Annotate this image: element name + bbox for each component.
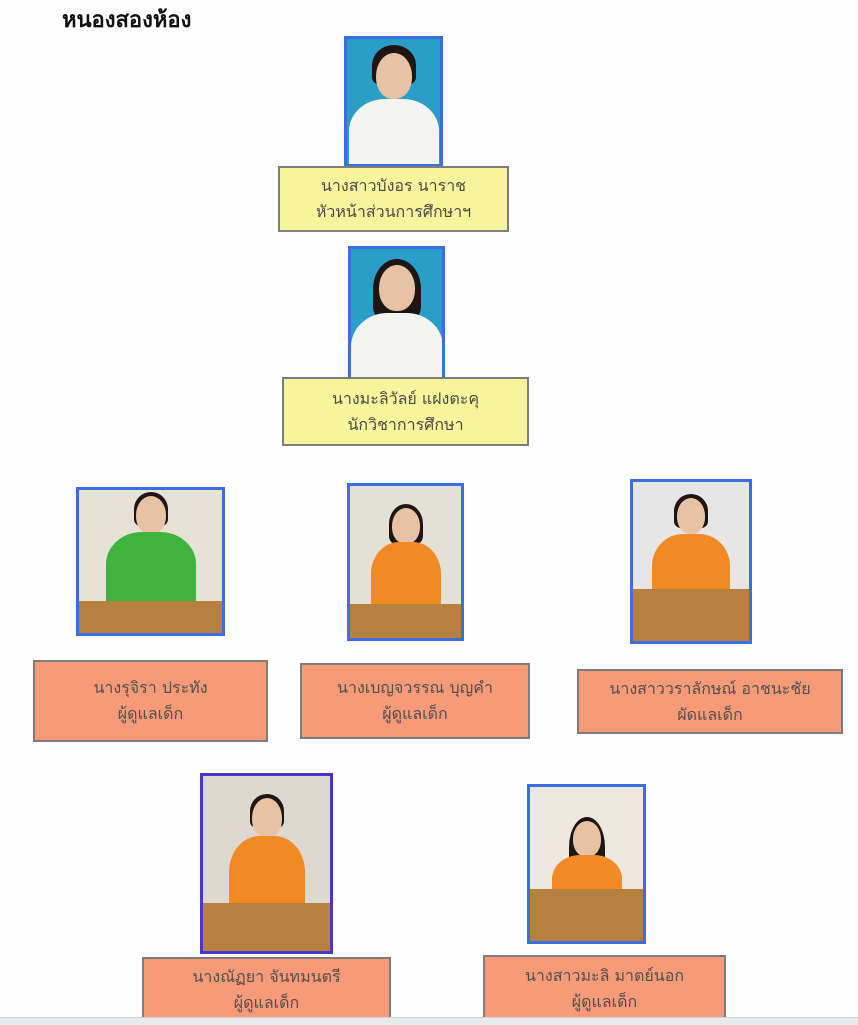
staff-photo-1 [344, 36, 443, 167]
staff-role: ผู้ดูแลเด็ก [571, 992, 638, 1011]
staff-photo-2 [348, 246, 445, 390]
staff-card-5: นางสาววราลักษณ์ อาชนะชัย ผัดแลเด็ก [577, 669, 843, 734]
page-title: หนองสองห้อง [62, 8, 192, 33]
staff-role: ผู้ดูแลเด็ก [382, 704, 448, 723]
staff-card-2: นางมะลิวัลย์ แฝงตะคุ นักวิชาการศึกษา [282, 377, 529, 446]
staff-role: ผู้ดูแลเด็ก [233, 993, 300, 1012]
staff-role: นักวิชาการศึกษา [347, 414, 464, 434]
taskbar [0, 1017, 858, 1025]
staff-name: นางรุจิรา ประทัง [93, 678, 208, 697]
staff-name: นางมะลิวัลย์ แฝงตะคุ [331, 388, 480, 408]
staff-name: นางเบญจวรรณ บุญคำ [337, 678, 493, 697]
staff-photo-3 [76, 487, 225, 636]
staff-name: นางสาวมะลิ มาตย์นอก [524, 966, 685, 985]
staff-photo-7 [527, 784, 646, 944]
staff-card-3: นางรุจิรา ประทัง ผู้ดูแลเด็ก [33, 660, 268, 742]
staff-name: นางสาววราลักษณ์ อาชนะชัย [609, 678, 811, 698]
staff-role: ผัดแลเด็ก [677, 704, 743, 724]
staff-card-4: นางเบญจวรรณ บุญคำ ผู้ดูแลเด็ก [300, 663, 530, 739]
staff-role: ผู้ดูแลเด็ก [117, 704, 184, 723]
staff-card-1: นางสาวบังอร นาราช หัวหน้าส่วนการศึกษาฯ [278, 166, 509, 232]
staff-card-6: นางณัฏยา จันทมนตรี ผู้ดูแลเด็ก [142, 957, 391, 1023]
staff-card-7: นางสาวมะลิ มาตย์นอก ผู้ดูแลเด็ก [483, 955, 726, 1023]
staff-name: นางณัฏยา จันทมนตรี [192, 967, 341, 986]
staff-photo-5 [630, 479, 752, 644]
staff-photo-6 [200, 773, 333, 954]
staff-name: นางสาวบังอร นาราช [320, 176, 467, 195]
staff-photo-4 [347, 483, 464, 641]
staff-role: หัวหน้าส่วนการศึกษาฯ [315, 202, 472, 221]
